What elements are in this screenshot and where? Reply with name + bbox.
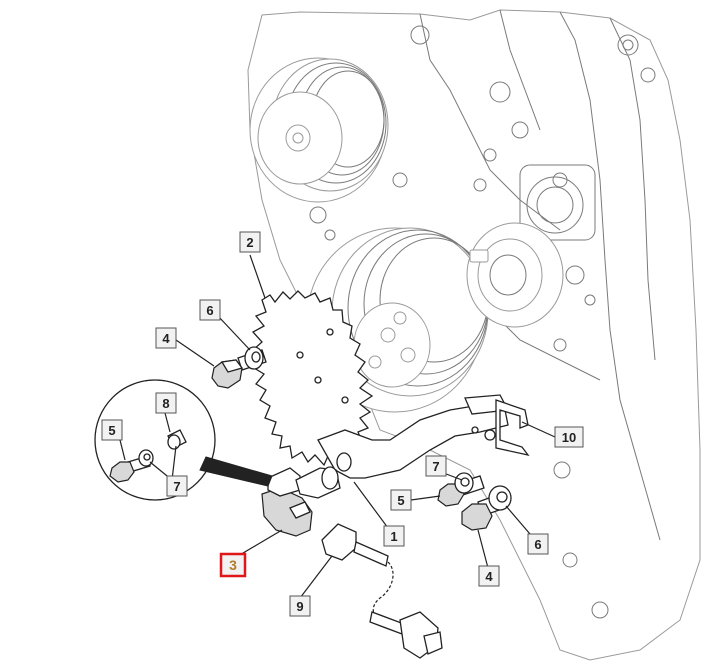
callout-9[interactable]: 9 xyxy=(289,595,311,617)
svg-text:6: 6 xyxy=(534,537,541,552)
callout-5-inset[interactable]: 5 xyxy=(101,419,123,441)
washer-right-large xyxy=(488,485,512,511)
svg-text:2: 2 xyxy=(246,235,253,250)
speed-sensor xyxy=(261,466,341,537)
detail-inset xyxy=(94,379,273,501)
washer-right-small xyxy=(454,472,474,494)
callout-2[interactable]: 2 xyxy=(239,231,261,253)
svg-text:6: 6 xyxy=(206,303,213,318)
svg-text:1: 1 xyxy=(390,529,397,544)
svg-text:8: 8 xyxy=(162,396,169,411)
svg-text:5: 5 xyxy=(397,493,404,508)
svg-text:4: 4 xyxy=(162,331,170,346)
svg-text:3: 3 xyxy=(229,557,237,573)
svg-text:4: 4 xyxy=(485,569,493,584)
callout-6-upper[interactable]: 6 xyxy=(199,299,221,321)
svg-text:10: 10 xyxy=(562,430,576,445)
svg-text:9: 9 xyxy=(296,599,303,614)
wiring-harness xyxy=(321,523,443,659)
callout-7-inset[interactable]: 7 xyxy=(166,475,188,497)
washer-upper xyxy=(244,346,264,370)
tensioner-pulley xyxy=(466,222,564,328)
callout-6-right[interactable]: 6 xyxy=(527,533,549,555)
callout-8[interactable]: 8 xyxy=(155,392,177,414)
callout-5-right[interactable]: 5 xyxy=(390,489,412,511)
svg-text:7: 7 xyxy=(432,459,439,474)
callout-3-highlighted[interactable]: 3 xyxy=(219,552,247,578)
upper-pulley xyxy=(249,57,389,203)
callout-4-upper[interactable]: 4 xyxy=(155,327,177,349)
svg-text:5: 5 xyxy=(108,423,115,438)
callout-1[interactable]: 1 xyxy=(383,525,405,547)
callout-4-right[interactable]: 4 xyxy=(478,565,500,587)
callout-7-right[interactable]: 7 xyxy=(425,455,447,477)
callout-10[interactable]: 10 xyxy=(554,426,584,448)
shim-plate xyxy=(495,399,530,457)
svg-text:7: 7 xyxy=(173,479,180,494)
